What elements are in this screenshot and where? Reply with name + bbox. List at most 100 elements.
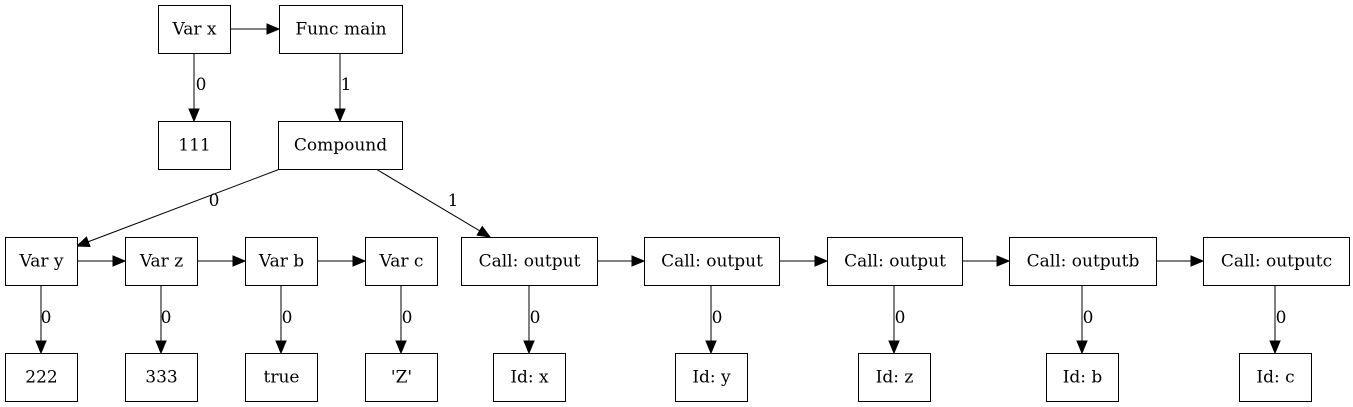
edge-func-main-to-compound: 1 <box>334 53 352 123</box>
arrowhead <box>232 255 247 267</box>
node-lit-true: true <box>245 353 318 402</box>
edge-call-outputb-to-call-outputc <box>1156 255 1205 267</box>
node-box <box>827 237 963 286</box>
node-label: Id: b <box>1063 368 1103 388</box>
node-box <box>279 5 403 54</box>
edge-var-z-to-lit-333: 0 <box>155 285 172 355</box>
edge-var-b-to-var-c <box>317 255 367 267</box>
edge-line <box>375 168 480 232</box>
edge-call-output-3-to-id-z: 0 <box>888 285 906 355</box>
node-label: Var x <box>172 20 217 40</box>
node-label: Var z <box>139 252 183 272</box>
edge-call-output-1-to-call-output-2 <box>597 255 646 267</box>
edge-label: 0 <box>402 308 413 328</box>
node-label: 333 <box>145 368 177 388</box>
node-call-output-3: Call: output <box>827 237 963 286</box>
node-label: Id: x <box>510 368 549 388</box>
node-var-c: Var c <box>365 237 438 286</box>
node-label: Call: outputc <box>1221 252 1332 272</box>
edge-var-x-to-func-main <box>230 23 281 35</box>
node-label: Var c <box>379 252 424 272</box>
arrowhead <box>352 255 367 267</box>
edge-label: 1 <box>341 75 352 95</box>
arrowhead <box>188 108 200 123</box>
arrowhead <box>1269 340 1281 355</box>
edge-var-y-to-var-z <box>77 255 127 267</box>
edge-label: 0 <box>161 308 172 328</box>
edge-var-x-to-lit-111: 0 <box>188 53 207 123</box>
node-label: Var b <box>258 252 304 272</box>
node-label: Id: z <box>876 368 914 388</box>
arrowhead <box>112 255 127 267</box>
node-box <box>365 353 438 402</box>
node-id-y: Id: y <box>675 353 748 402</box>
node-box <box>245 237 318 286</box>
node-box <box>493 353 566 402</box>
node-box <box>1203 237 1350 286</box>
node-call-output-2: Call: output <box>644 237 780 286</box>
edge-var-c-to-lit-z: 0 <box>395 285 413 355</box>
node-box <box>858 353 931 402</box>
node-var-y: Var y <box>5 237 78 286</box>
node-box <box>461 237 598 286</box>
arrowhead <box>35 340 47 355</box>
arrowhead <box>1190 255 1205 267</box>
node-label: 222 <box>25 368 57 388</box>
node-compound: Compound <box>278 121 403 170</box>
node-id-b: Id: b <box>1046 353 1119 402</box>
edge-label: 0 <box>895 308 906 328</box>
edge-call-output-2-to-call-output-3 <box>779 255 829 267</box>
node-box <box>675 353 748 402</box>
arrowhead <box>996 255 1011 267</box>
node-box <box>5 237 78 286</box>
arrowhead <box>275 340 287 355</box>
arrowhead <box>266 23 281 35</box>
node-box <box>125 237 198 286</box>
node-id-z: Id: z <box>858 353 931 402</box>
node-lit-z: 'Z' <box>365 353 438 402</box>
arrowhead <box>705 340 717 355</box>
node-label: 111 <box>178 136 210 156</box>
node-id-c: Id: c <box>1239 353 1312 402</box>
node-box <box>1009 237 1157 286</box>
node-box <box>158 5 231 54</box>
edge-label: 0 <box>209 191 220 211</box>
arrowhead <box>395 340 407 355</box>
arrowhead <box>888 340 900 355</box>
node-box <box>158 121 231 170</box>
arrowhead <box>814 255 829 267</box>
node-lit-111: 111 <box>158 121 231 170</box>
arrowhead <box>75 236 91 247</box>
node-label: Call: outputb <box>1027 252 1140 272</box>
edge-call-outputc-to-id-c: 0 <box>1269 285 1287 355</box>
node-call-outputc: Call: outputc <box>1203 237 1350 286</box>
node-box <box>245 353 318 402</box>
edge-label: 0 <box>196 75 207 95</box>
node-label: true <box>264 368 300 388</box>
edge-call-output-2-to-id-y: 0 <box>705 285 722 355</box>
edge-var-y-to-lit-222: 0 <box>35 285 52 355</box>
arrowhead <box>155 340 167 355</box>
node-box <box>644 237 780 286</box>
edge-line <box>88 168 281 243</box>
edge-label: 0 <box>1276 308 1287 328</box>
edge-var-z-to-var-b <box>197 255 247 267</box>
node-lit-333: 333 <box>125 353 198 402</box>
arrowhead <box>476 225 492 238</box>
node-box <box>5 353 78 402</box>
node-func-main: Func main <box>279 5 403 54</box>
edge-label: 0 <box>282 308 293 328</box>
node-label: Func main <box>295 20 386 40</box>
node-box <box>365 237 438 286</box>
node-label: Call: output <box>661 252 763 272</box>
edge-label: 0 <box>41 308 52 328</box>
edge-var-b-to-lit-true: 0 <box>275 285 293 355</box>
node-id-x: Id: x <box>493 353 566 402</box>
node-var-z: Var z <box>125 237 198 286</box>
node-label: 'Z' <box>391 368 412 388</box>
edge-compound-to-var-y: 0 <box>75 168 281 247</box>
node-label: Call: output <box>479 252 581 272</box>
